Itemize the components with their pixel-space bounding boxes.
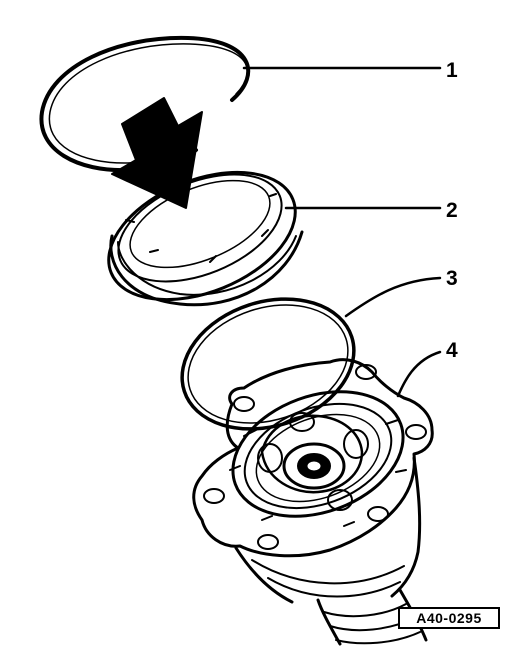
housing-part-4 xyxy=(192,358,434,646)
callout-label-3: 3 xyxy=(446,267,458,290)
direction-arrow-icon xyxy=(111,97,203,209)
leader-line-4 xyxy=(396,350,442,398)
callout-label-1: 1 xyxy=(446,59,458,82)
callout-label-4: 4 xyxy=(446,339,458,362)
leader-lines xyxy=(242,66,442,398)
figure-code-label: A40-0295 xyxy=(398,607,500,629)
leader-line-3 xyxy=(344,276,442,318)
callout-label-2: 2 xyxy=(446,199,458,222)
cover-disc-part-2 xyxy=(107,170,304,307)
